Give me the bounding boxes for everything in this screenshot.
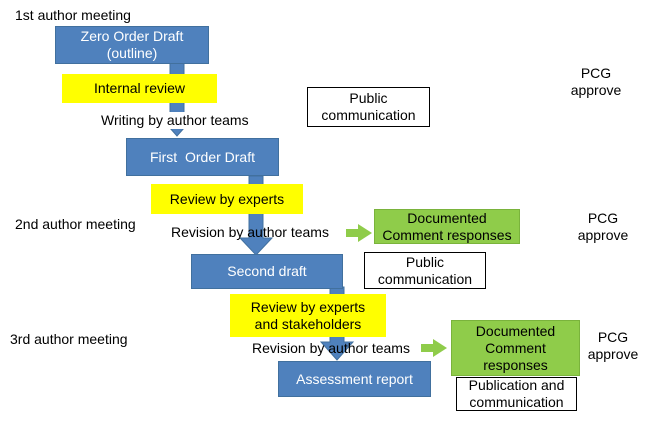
arrow-to-comments2 xyxy=(421,339,447,357)
internal-review-label: Internal review xyxy=(93,80,186,96)
revision-2-label: Revision by author teams xyxy=(252,340,410,356)
internal-review-box: Internal review xyxy=(62,74,217,103)
pcg-approve-2: PCG approve xyxy=(577,210,629,243)
pcg-approve-3: PCG approve xyxy=(587,329,639,362)
publication-communication-box: Publication and communication xyxy=(456,377,577,411)
assessment-report-label: Assessment report xyxy=(296,370,413,387)
review-stakeholders-label: Review by experts and stakeholders xyxy=(250,298,366,332)
review-experts-label: Review by experts xyxy=(169,190,285,207)
zero-order-draft-box: Zero Order Draft (outline) xyxy=(55,26,209,64)
writing-label: Writing by author teams xyxy=(101,112,249,129)
arrow-to-comments1 xyxy=(346,224,372,242)
assessment-report-box: Assessment report xyxy=(278,361,431,397)
first-order-draft-box: First Order Draft xyxy=(126,138,279,176)
review-experts-box: Review by experts xyxy=(151,184,303,214)
comment-responses-box-2: Documented Comment responses xyxy=(451,320,580,376)
public-communication-box-2: Public communication xyxy=(364,252,486,289)
public-communication-label-2: Public communication xyxy=(377,253,473,287)
second-draft-label: Second draft xyxy=(227,263,307,279)
pcg-approve-1: PCG approve xyxy=(570,65,622,98)
review-stakeholders-box: Review by experts and stakeholders xyxy=(230,294,386,337)
comment-responses-box-1: Documented Comment responses xyxy=(374,209,520,244)
comment-responses-label-2: Documented Comment responses xyxy=(475,322,556,373)
first-order-draft-label: First Order Draft xyxy=(149,148,255,165)
public-communication-label-1: Public communication xyxy=(321,90,416,123)
meeting-2-label: 2nd author meeting xyxy=(15,216,136,232)
public-communication-box-1: Public communication xyxy=(307,87,430,127)
publication-communication-label: Publication and communication xyxy=(468,377,565,410)
zero-order-draft-label: Zero Order Draft (outline) xyxy=(80,28,184,61)
comment-responses-label-1: Documented Comment responses xyxy=(382,209,512,243)
revision-1-label: Revision by author teams xyxy=(171,224,329,240)
second-draft-box: Second draft xyxy=(191,254,343,289)
meeting-3-label: 3rd author meeting xyxy=(10,331,128,347)
meeting-1-label: 1st author meeting xyxy=(15,7,131,23)
